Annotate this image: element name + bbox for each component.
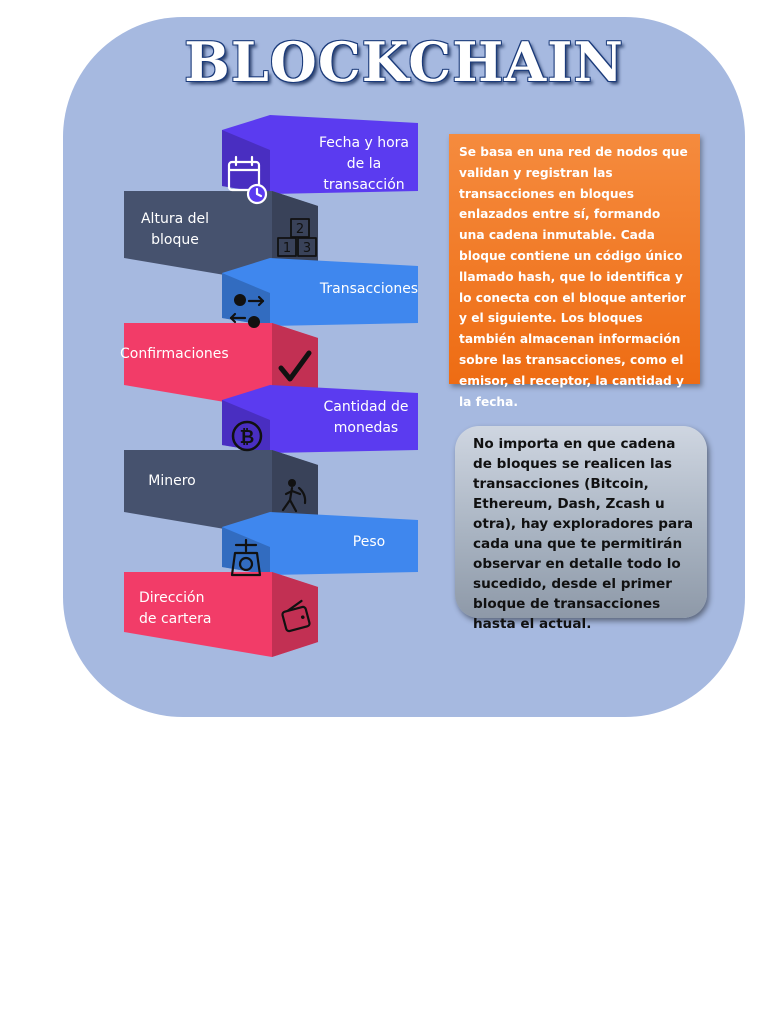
block-label-weight: Peso	[352, 534, 386, 550]
check-mark-icon	[278, 350, 312, 382]
svg-text:₿: ₿	[240, 427, 255, 448]
svg-text:2: 2	[296, 222, 304, 237]
block-label-date-time: Fecha y hora de la transacción	[318, 135, 409, 193]
calendar-clock-icon	[227, 155, 268, 205]
block-label-confirmations: Confirmaciones	[120, 346, 229, 362]
block-label-wallet-address: Dirección de cartera	[139, 590, 212, 627]
description-box: Se basa en una red de nodos que validan …	[449, 134, 700, 409]
block-label-coin-amount: Cantidad de monedas	[323, 399, 409, 436]
page-title: BLOCKCHAIN	[184, 30, 624, 94]
wallet-icon	[281, 599, 311, 633]
miner-icon	[281, 479, 307, 513]
currency-exchange-icon	[229, 294, 265, 328]
bitcoin-icon: ₿	[231, 420, 263, 452]
block-label-block-height: Altura del bloque	[140, 211, 209, 248]
svg-text:1: 1	[283, 241, 291, 256]
numbered-blocks-icon: 2 1 3	[277, 218, 317, 257]
note-box: No importa en que cadena de bloques se r…	[455, 426, 707, 632]
block-label-transactions: Transacciones	[319, 281, 419, 297]
scale-weight-icon	[230, 538, 262, 577]
svg-text:3: 3	[303, 241, 311, 256]
stack-block	[124, 572, 318, 657]
stack-block	[222, 258, 418, 326]
block-label-miner: Minero	[148, 473, 196, 489]
